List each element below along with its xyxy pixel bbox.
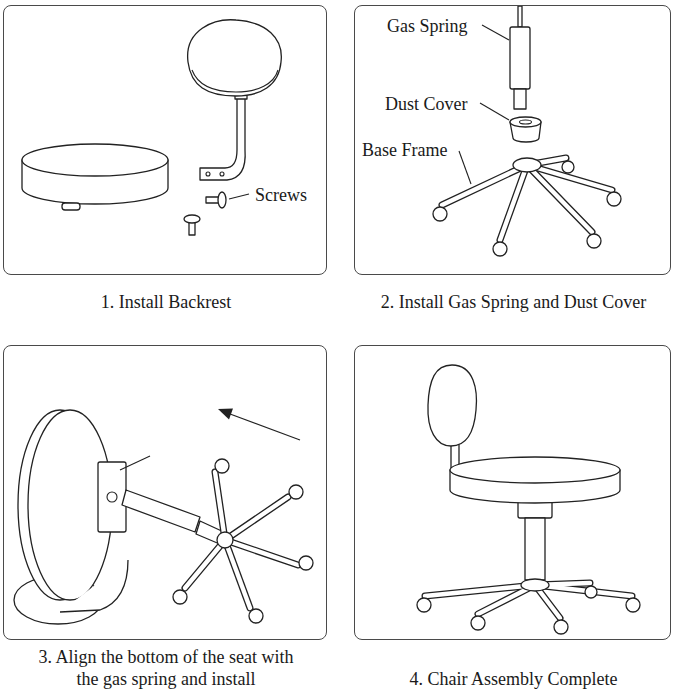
part-label: Base Frame (361, 139, 448, 161)
step-caption: 3. Align the bottom of the seat with the… (31, 646, 301, 690)
step-caption: 1. Install Backrest (4, 291, 328, 313)
step-panel: 3. Align the bottom of the seat with the… (3, 345, 327, 640)
dust-cover-drawing (510, 117, 541, 142)
part-label: Dust Cover (384, 93, 469, 115)
screw-drawing (184, 192, 249, 235)
backrest-drawing (188, 20, 282, 180)
gas-spring-drawing (510, 6, 530, 109)
step-panel: 4. Chair Assembly Complete (354, 345, 671, 640)
part-label: Gas Spring (386, 15, 469, 37)
step-caption: 2. Install Gas Spring and Dust Cover (345, 291, 679, 313)
part-label: Screws (254, 184, 308, 206)
tilted-base-drawing (122, 459, 313, 623)
seat-drawing (22, 144, 168, 210)
direction-arrow (218, 409, 300, 441)
step-panel: Gas SpringDust CoverBase Frame2. Install… (354, 5, 671, 275)
step-panel: Screws1. Install Backrest (3, 5, 327, 275)
base-frame-drawing (433, 25, 621, 256)
step-caption: 4. Chair Assembly Complete (355, 668, 672, 690)
seat-underside-drawing (14, 410, 150, 624)
assembled-chair-drawing (417, 365, 640, 634)
